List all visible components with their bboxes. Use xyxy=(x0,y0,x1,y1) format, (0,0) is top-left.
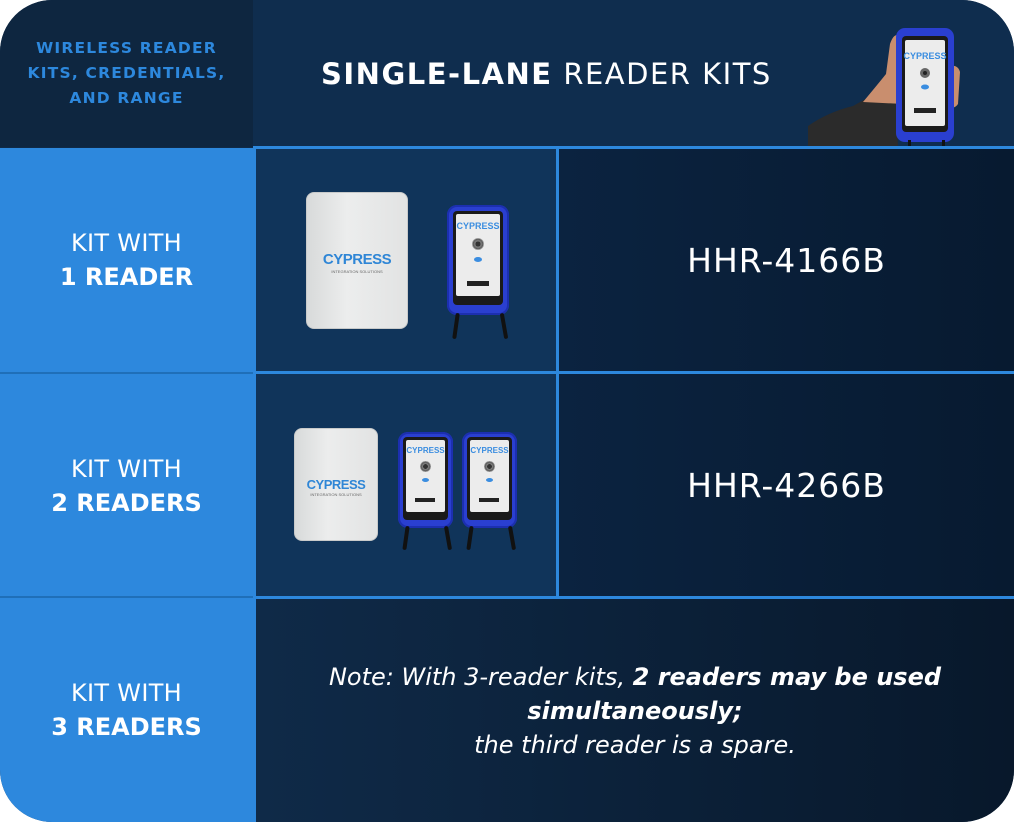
part-number: HHR-4266B xyxy=(687,465,886,505)
kit-image-1-reader: CYPRESS INTEGRATION SOLUTIONS CYPRESS xyxy=(256,149,556,371)
label-divider xyxy=(0,596,253,598)
category-label-cell: WIRELESS READER KITS, CREDENTIALS, AND R… xyxy=(0,0,253,147)
enclosure-device-image: CYPRESS INTEGRATION SOLUTIONS xyxy=(294,428,378,541)
category-label: WIRELESS READER KITS, CREDENTIALS, AND R… xyxy=(27,39,226,107)
part-number: HHR-4166B xyxy=(687,240,886,280)
svg-text:CYPRESS: CYPRESS xyxy=(903,51,946,61)
row-divider xyxy=(253,371,1014,374)
enclosure-device-image: CYPRESS INTEGRATION SOLUTIONS xyxy=(306,192,408,329)
note-cell: Note: With 3-reader kits, 2 readers may … xyxy=(256,599,1014,822)
row-label-3-readers: KIT WITH 3 READERS xyxy=(0,598,253,822)
title-cell: SINGLE-LANE READER KITS CYPRESS xyxy=(253,0,1014,147)
column-divider xyxy=(253,146,256,822)
row-label-1-reader: KIT WITH 1 READER xyxy=(0,148,253,372)
row-label-2-readers: KIT WITH 2 READERS xyxy=(0,374,253,597)
part-number-cell: HHR-4166B xyxy=(559,149,1014,371)
handheld-reader-image: CYPRESS xyxy=(398,432,453,528)
row-divider xyxy=(253,146,1014,149)
handheld-reader-image: CYPRESS xyxy=(462,432,517,528)
row-divider xyxy=(253,596,1014,599)
page-title: SINGLE-LANE READER KITS xyxy=(321,57,772,91)
label-divider xyxy=(0,372,253,374)
hand-holding-reader-image: CYPRESS xyxy=(808,28,960,147)
three-reader-note: Note: With 3-reader kits, 2 readers may … xyxy=(328,662,942,759)
handheld-reader-image: CYPRESS xyxy=(447,205,509,315)
column-divider xyxy=(556,146,559,599)
kit-image-2-readers: CYPRESS INTEGRATION SOLUTIONS CYPRESS CY… xyxy=(256,374,556,596)
part-number-cell: HHR-4266B xyxy=(559,374,1014,596)
